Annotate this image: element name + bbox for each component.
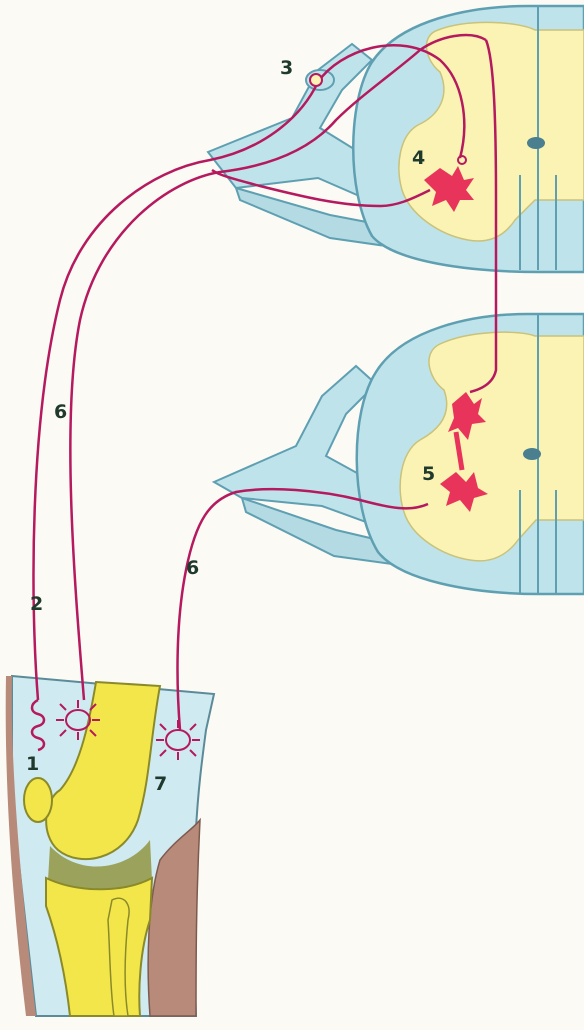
patella-bone: [24, 778, 52, 822]
label-motor-neuron-5: 5: [422, 463, 435, 485]
label-receptor-7: 7: [154, 773, 167, 795]
label-fiber-6-right: 6: [186, 557, 199, 579]
label-interneuron-4: 4: [412, 147, 425, 169]
label-afferent-2: 2: [30, 593, 43, 615]
label-fiber-6-left: 6: [54, 401, 67, 423]
label-receptor-1: 1: [26, 753, 39, 775]
ganglion-cell-icon: [310, 74, 322, 86]
upper-central-canal: [527, 137, 545, 149]
label-ganglion-3: 3: [280, 57, 293, 79]
lower-spinal-cord-section: [214, 314, 584, 594]
lower-central-canal: [523, 448, 541, 460]
